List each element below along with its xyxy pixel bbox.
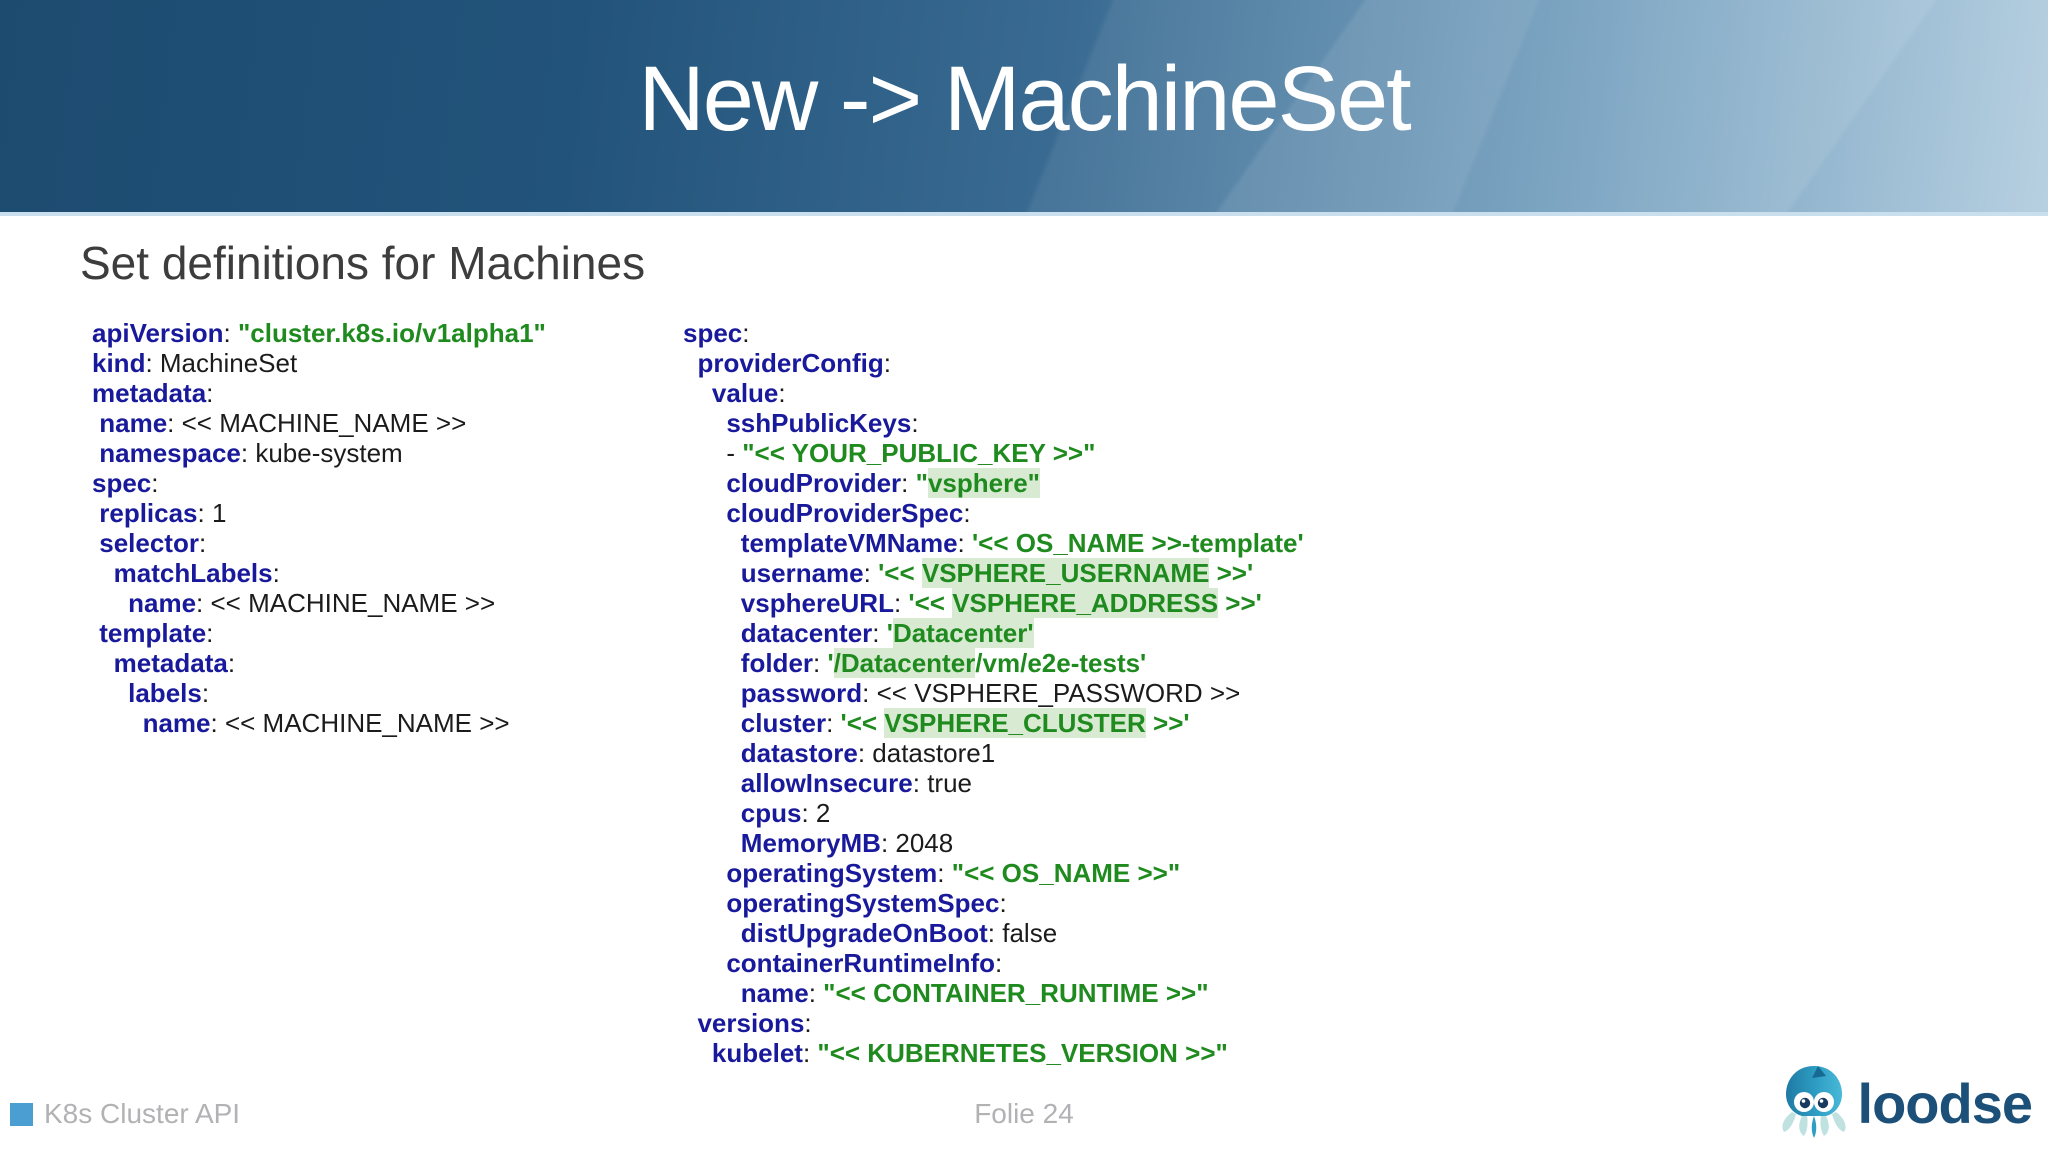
code-line: cloudProviderSpec: — [726, 498, 971, 528]
code-line: datastore: datastore1 — [740, 738, 996, 768]
code-line: matchLabels: — [113, 558, 280, 588]
footer-deck-title: K8s Cluster API — [44, 1098, 241, 1129]
code-line: providerConfig: — [697, 348, 892, 378]
code-line: password: << VSPHERE_PASSWORD >> — [740, 678, 1241, 708]
footer-page-number: Folie 24 — [974, 1098, 1074, 1129]
code-line: MemoryMB: 2048 — [740, 828, 954, 858]
code-column-right: spec: providerConfig: value: sshPublicKe… — [683, 318, 1304, 1068]
code-line: kind: MachineSet — [92, 348, 298, 378]
code-line: cloudProvider: "vsphere" — [726, 468, 1041, 498]
code-line: spec: — [683, 318, 750, 348]
code-line: name: << MACHINE_NAME >> — [142, 708, 510, 738]
code-line: spec: — [92, 468, 159, 498]
code-line: distUpgradeOnBoot: false — [740, 918, 1058, 948]
code-column-left: apiVersion: "cluster.k8s.io/v1alpha1"kin… — [92, 318, 546, 738]
loodse-octopus-icon — [1778, 1064, 1850, 1145]
page-title: New -> MachineSet — [638, 48, 1411, 150]
code-line: templateVMName: '<< OS_NAME >>-template' — [740, 528, 1304, 558]
code-line: namespace: kube-system — [99, 438, 403, 468]
code-line: operatingSystemSpec: — [726, 888, 1007, 918]
code-line: name: << MACHINE_NAME >> — [128, 588, 496, 618]
footer-accent-square — [10, 1103, 33, 1126]
code-line: metadata: — [92, 378, 214, 408]
header-banner: New -> MachineSet — [0, 0, 2048, 216]
code-line: containerRuntimeInfo: — [726, 948, 1003, 978]
code-line: cpus: 2 — [740, 798, 831, 828]
code-line: allowInsecure: true — [740, 768, 973, 798]
code-line: name: "<< CONTAINER_RUNTIME >>" — [740, 978, 1209, 1008]
code-line: name: << MACHINE_NAME >> — [99, 408, 467, 438]
code-line: metadata: — [113, 648, 236, 678]
code-line: selector: — [99, 528, 207, 558]
code-line: labels: — [128, 678, 210, 708]
code-line: operatingSystem: "<< OS_NAME >>" — [726, 858, 1181, 888]
code-line: versions: — [697, 1008, 812, 1038]
loodse-logo-text: loodse — [1857, 1072, 2033, 1135]
code-line: datacenter: 'Datacenter' — [740, 618, 1034, 648]
code-line: apiVersion: "cluster.k8s.io/v1alpha1" — [92, 318, 546, 348]
code-line: replicas: 1 — [99, 498, 227, 528]
section-subtitle: Set definitions for Machines — [80, 237, 646, 289]
code-line: cluster: '<< VSPHERE_CLUSTER >>' — [740, 708, 1190, 738]
code-line: sshPublicKeys: — [726, 408, 919, 438]
code-line: kubelet: "<< KUBERNETES_VERSION >>" — [711, 1038, 1228, 1068]
code-line: vsphereURL: '<< VSPHERE_ADDRESS >>' — [740, 588, 1262, 618]
code-line: value: — [711, 378, 786, 408]
code-line: username: '<< VSPHERE_USERNAME >>' — [740, 558, 1254, 588]
code-line: template: — [99, 618, 214, 648]
code-line: - "<< YOUR_PUBLIC_KEY >>" — [683, 438, 1096, 468]
code-line: folder: '/Datacenter/vm/e2e-tests' — [740, 648, 1147, 678]
loodse-logo: loodse — [1778, 1064, 2033, 1145]
